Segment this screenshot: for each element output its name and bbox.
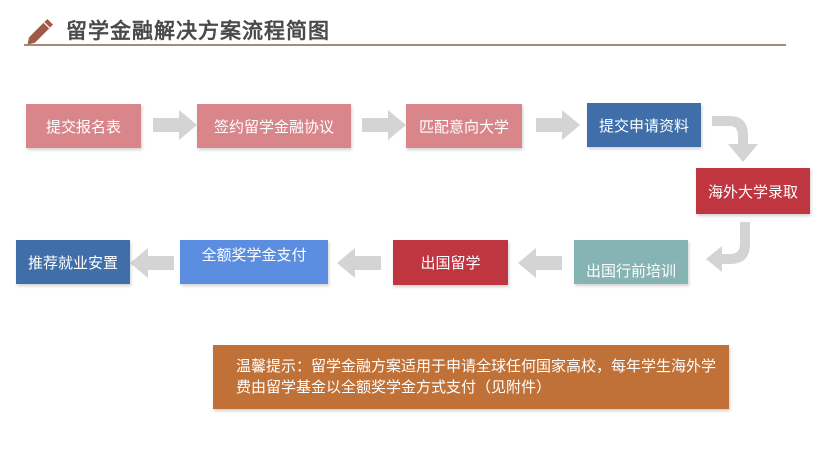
step-scholarship-payment: 全额奖学金支付 [180, 240, 328, 284]
arrow-right-icon [153, 110, 197, 140]
title-divider [24, 44, 786, 46]
step-overseas-admission: 海外大学录取 [696, 168, 810, 214]
page-title: 留学金融解决方案流程简图 [66, 19, 330, 43]
step-submit-application: 提交报名表 [26, 104, 141, 148]
arrow-right-icon [362, 110, 406, 140]
tip-note: 温馨提示：留学金融方案适用于申请全球任何国家高校，每年学生海外学费由留学基金以全… [213, 345, 729, 409]
arrow-left-icon [337, 248, 381, 278]
step-predeparture-training: 出国行前培训 [574, 240, 688, 284]
arrow-right-icon [536, 110, 580, 140]
step-sign-agreement: 签约留学金融协议 [197, 104, 351, 148]
arrow-left-icon [130, 248, 174, 278]
arrow-left-icon [518, 248, 562, 278]
step-study-abroad: 出国留学 [393, 240, 508, 285]
curved-arrow-left-icon [706, 222, 750, 272]
step-match-university: 匹配意向大学 [406, 104, 522, 148]
pencil-icon [27, 18, 54, 45]
step-job-placement: 推荐就业安置 [16, 240, 130, 284]
step-submit-materials: 提交申请资料 [587, 103, 701, 147]
curved-arrow-down-icon [712, 116, 758, 162]
